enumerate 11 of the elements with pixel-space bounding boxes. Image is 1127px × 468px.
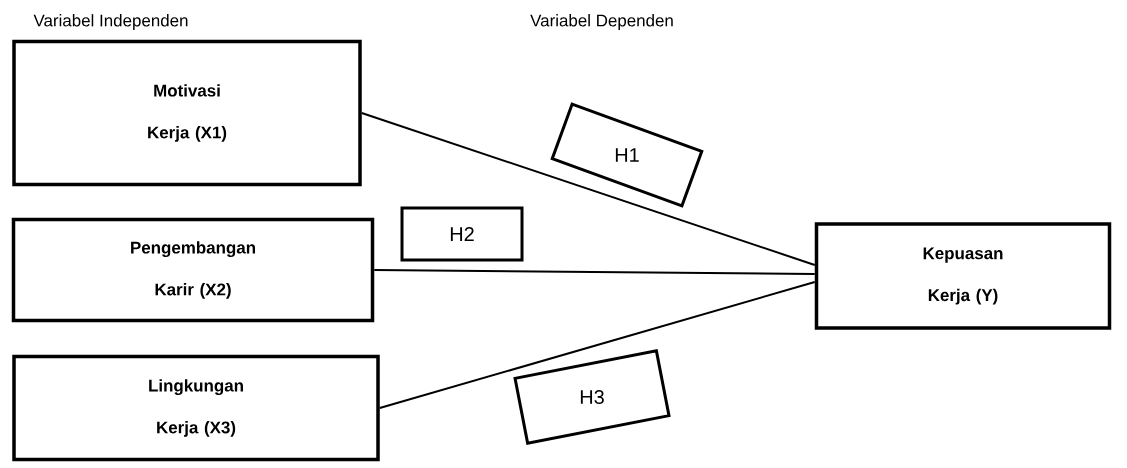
variable-box: Pengembangan Karir (X2) [11, 217, 375, 323]
connector-line [373, 269, 816, 275]
hypothesis-label: H1 [550, 102, 704, 208]
connector-line [360, 112, 816, 266]
hypothesis-label: H3 [513, 349, 671, 445]
variable-box: Motivasi Kerja (X1) [12, 39, 362, 187]
connector-line [378, 281, 816, 409]
variable-box: Lingkungan Kerja (X3) [12, 354, 380, 462]
hypothesis-label: H2 [400, 206, 524, 262]
variable-box: Kepuasan Kerja (Y) [814, 222, 1112, 330]
column-heading: Variabel Dependen [530, 14, 673, 30]
